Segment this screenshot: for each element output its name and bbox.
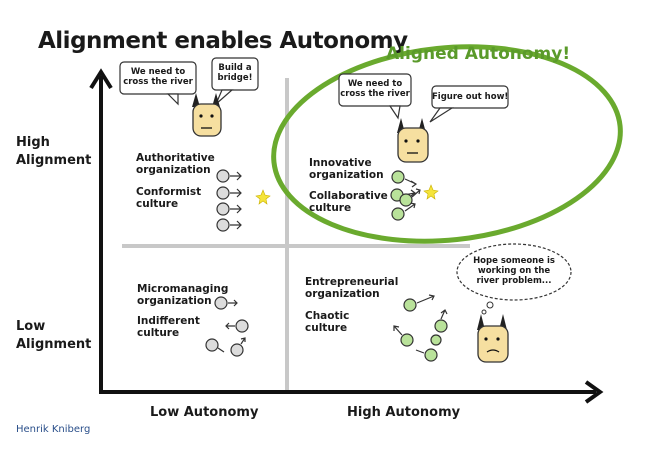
team-top-left (216, 169, 242, 232)
aligned-autonomy-label: Aligned Autonomy! (386, 44, 571, 64)
boss-character-top-right (397, 118, 429, 163)
top-right-culture: Collaborative culture (309, 190, 388, 214)
x-axis-high-label: High Autonomy (347, 405, 461, 420)
aligned-autonomy-circle (271, 44, 623, 244)
boss-character-top-left (192, 93, 222, 137)
team-bottom-right (393, 294, 448, 362)
bubble-br-hope-text: Hope someone is working on the river pro… (473, 256, 555, 286)
team-top-right (390, 170, 421, 221)
bubble-tr-figure (429, 85, 509, 123)
bubble-tl-need-text: We need to cross the river (123, 67, 193, 87)
bottom-right-organization: Entrepreneurial organization (305, 276, 399, 300)
bubble-tl-build-text: Build a bridge! (217, 63, 253, 83)
bottom-right-culture: Chaotic culture (305, 310, 350, 334)
team-bottom-left (205, 296, 249, 357)
bubble-br-hope (456, 243, 572, 315)
x-axis-low-label: Low Autonomy (150, 405, 259, 420)
x-axis-arrowhead (584, 380, 604, 404)
bubble-tr-need (338, 73, 412, 120)
top-left-organization: Authoritative organization (136, 152, 215, 176)
bubble-tr-figure-text: Figure out how! (432, 92, 509, 102)
top-right-organization: Innovative organization (309, 157, 384, 181)
bubble-tl-need (119, 61, 197, 106)
y-axis-high-label: High Alignment (16, 135, 92, 168)
top-left-culture: Conformist culture (136, 186, 202, 210)
goal-star-top-right (423, 184, 439, 200)
boss-character-bottom-right (477, 314, 509, 363)
author-credit: Henrik Kniberg (16, 424, 91, 435)
bubble-tl-build (211, 57, 259, 105)
goal-star-top-left (255, 189, 271, 205)
diagram-title: Alignment enables Autonomy (38, 28, 408, 54)
y-axis-low-label: Low Alignment (16, 319, 92, 352)
bottom-left-organization: Micromanaging organization (137, 283, 229, 307)
bottom-left-culture: Indifferent culture (137, 315, 200, 339)
bubble-tr-need-text: We need to cross the river (340, 79, 410, 99)
y-axis-arrowhead (89, 68, 113, 90)
